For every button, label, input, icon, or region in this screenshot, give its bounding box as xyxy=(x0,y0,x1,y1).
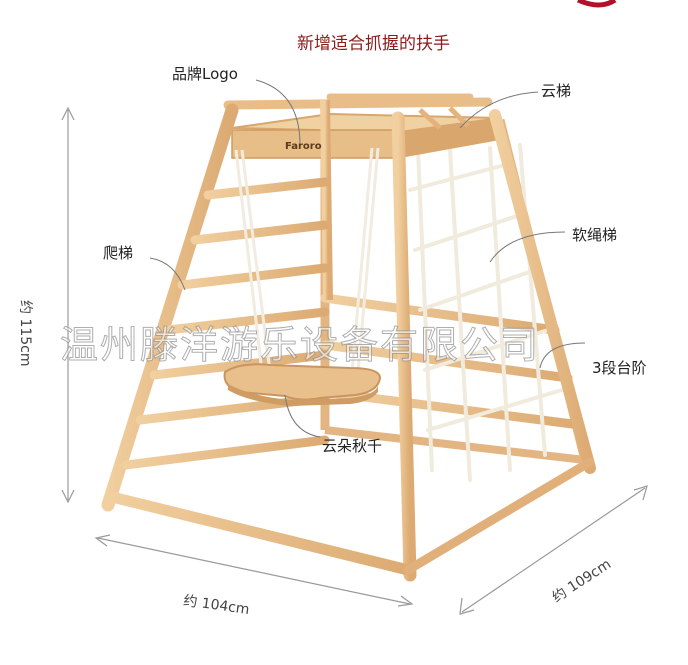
dimension-arrows xyxy=(61,106,648,615)
rope-ladder-net xyxy=(408,143,564,482)
cloud-swing-seat xyxy=(223,363,382,406)
headline: 新增适合抓握的扶手 xyxy=(297,34,450,54)
label-monkey-bars: 云梯 xyxy=(541,82,572,100)
brand-logo-text: Faroro xyxy=(285,141,322,152)
right-back-leg xyxy=(489,109,596,474)
swing-ropes xyxy=(234,147,380,373)
dimension-height: 约 115cm xyxy=(17,300,33,367)
corner-mark xyxy=(576,0,617,8)
top-frame xyxy=(223,93,501,159)
front-base-bar xyxy=(106,491,414,576)
right-base-bar xyxy=(403,457,595,575)
label-steps: 3段台阶 xyxy=(592,359,647,377)
label-rope-ladder: 软绳梯 xyxy=(572,226,618,244)
label-brand-logo: 品牌Logo xyxy=(172,65,238,83)
leader-lines xyxy=(149,79,586,438)
label-climbing-ladder: 爬梯 xyxy=(103,244,134,262)
watermark: 温州滕洋游乐设备有限公司 xyxy=(59,323,541,368)
label-cloud-swing: 云朵秋千 xyxy=(322,437,383,455)
front-right-leg xyxy=(391,111,417,582)
climbing-ladder-frame xyxy=(101,99,333,512)
